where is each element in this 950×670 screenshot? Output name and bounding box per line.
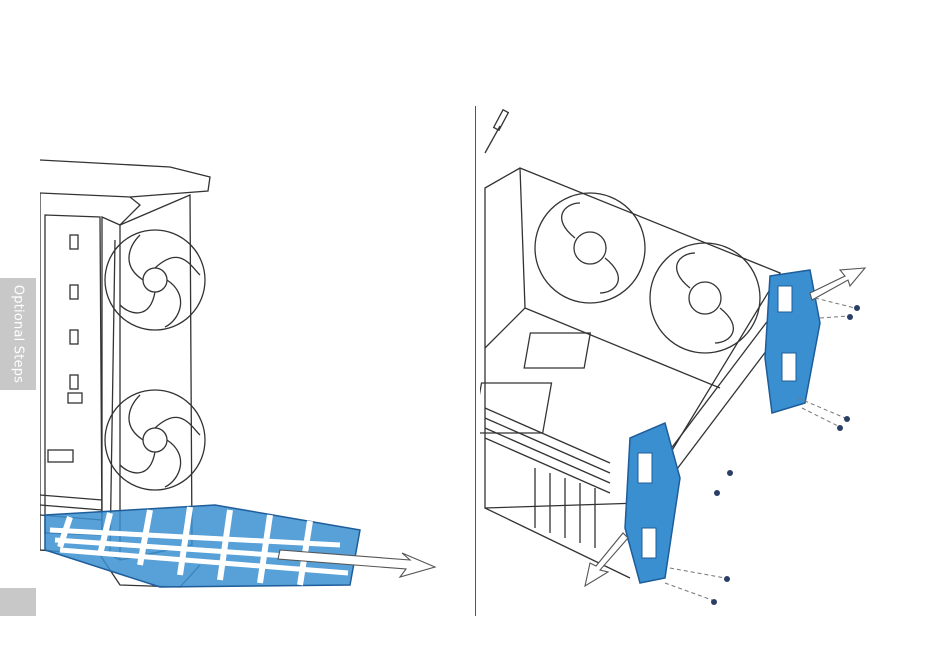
front-bracket-left [625, 423, 680, 583]
bracket-removal-illustration [480, 108, 900, 608]
screwdriver-icon [485, 110, 508, 153]
figure-divider [475, 106, 476, 616]
fan-filter-removal-illustration [40, 155, 450, 595]
screw-guide-lines [665, 298, 855, 600]
dust-filter [45, 505, 360, 587]
front-bracket-right [765, 270, 820, 413]
section-tab: Optional Steps [0, 278, 36, 390]
section-tab-label: Optional Steps [11, 285, 26, 383]
page-tab-marker [0, 588, 36, 616]
remove-direction-arrow-right [810, 268, 865, 300]
